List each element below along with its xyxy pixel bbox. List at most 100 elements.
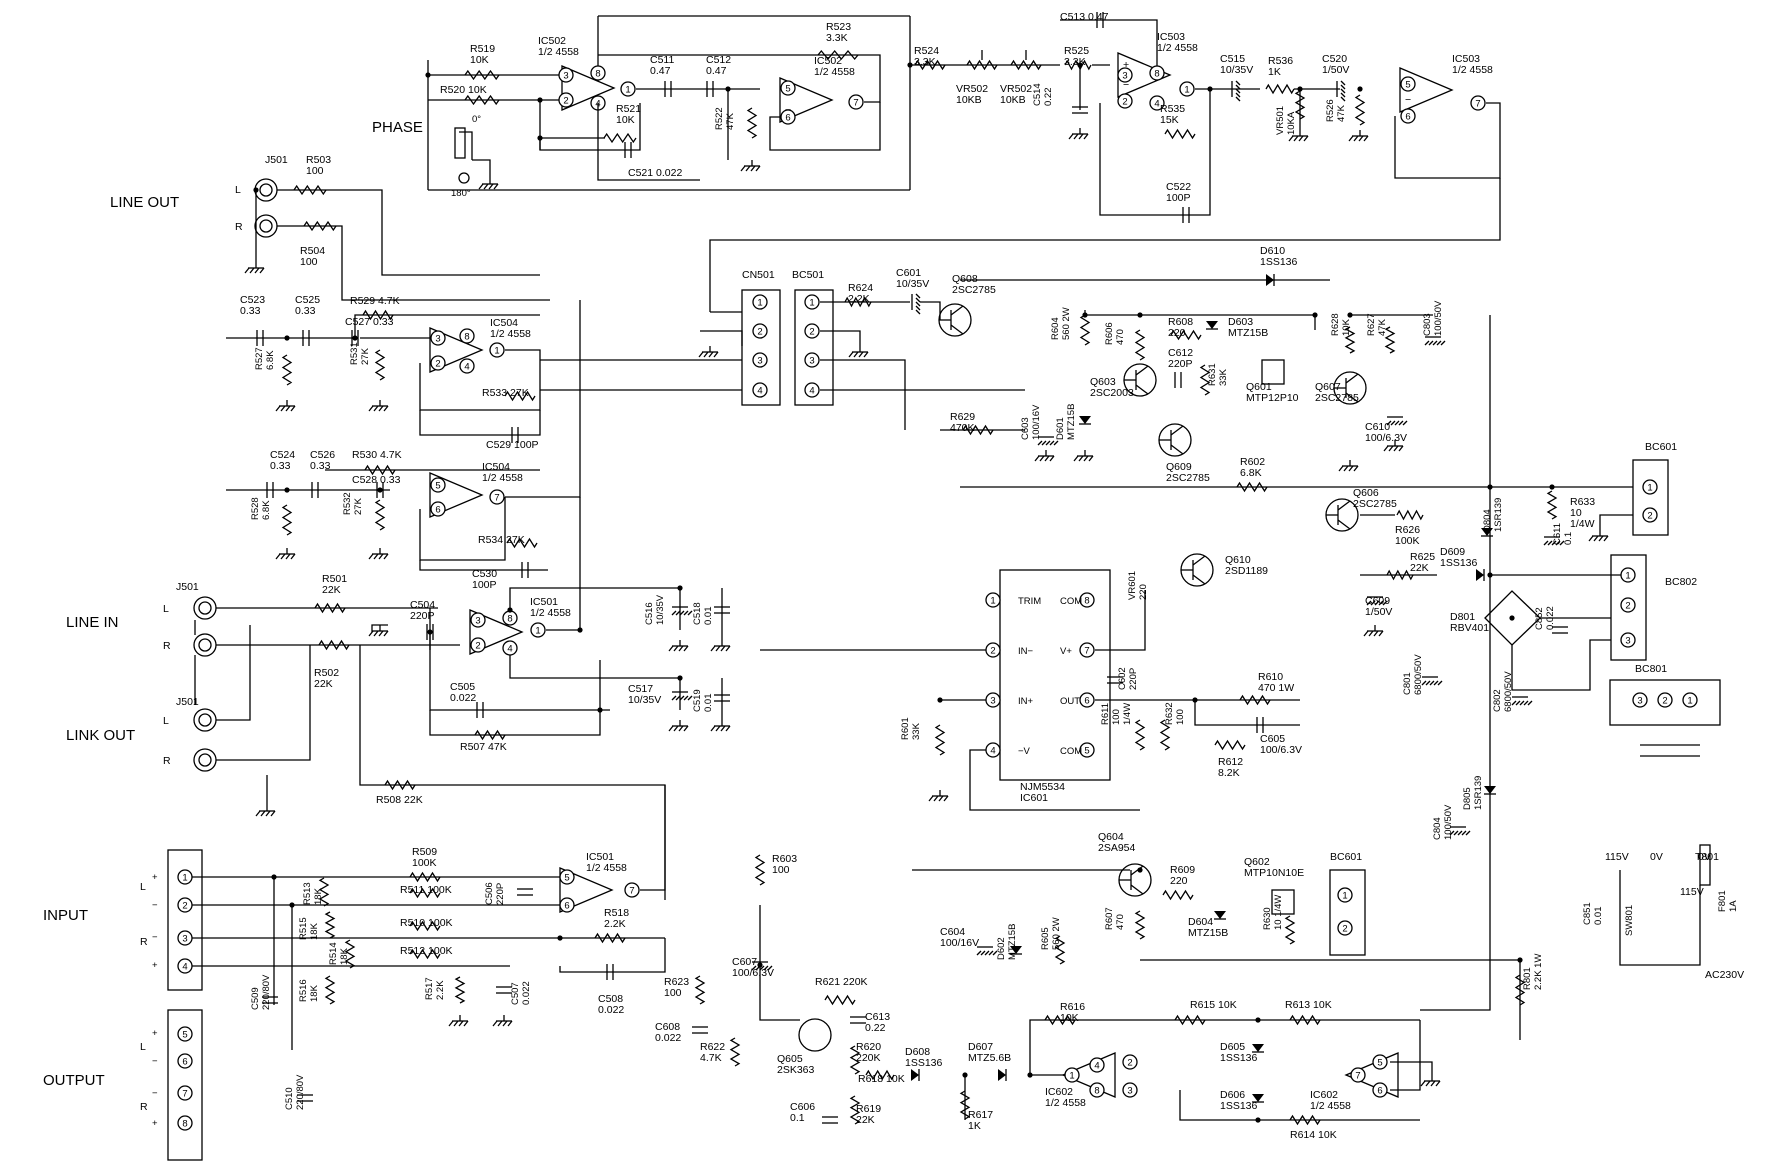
pin-number <box>1079 692 1095 708</box>
wire <box>1599 514 1633 530</box>
wire <box>675 695 681 701</box>
wire <box>383 553 389 560</box>
pin-text: 1 <box>757 298 762 309</box>
r633-text: 10 <box>1570 507 1582 519</box>
ic601-text: IC601 <box>1020 792 1048 804</box>
wire <box>1179 1090 1420 1121</box>
pin-number <box>1642 507 1658 523</box>
c511-text: C511 <box>650 54 674 66</box>
wire <box>373 630 379 637</box>
q602-text: MTP10N10E <box>1244 867 1304 879</box>
jfet <box>798 1018 832 1052</box>
wire <box>698 351 704 358</box>
resistor <box>344 939 356 969</box>
wire <box>1078 133 1084 140</box>
r518-text: R518 <box>604 907 629 919</box>
c517-text: 10/35V <box>628 694 661 706</box>
r521-text: 10K <box>616 114 635 126</box>
letter: + <box>152 1118 158 1129</box>
r602-text: 6.8K <box>1240 467 1262 479</box>
wire <box>1337 519 1351 530</box>
wire <box>763 965 769 971</box>
pin-text: 5 <box>1405 80 1410 91</box>
q610-text: Q610 <box>1225 554 1251 566</box>
d604-text: D604 <box>1188 916 1213 928</box>
c802-text: 6800/50V <box>1503 671 1514 712</box>
jack <box>254 214 278 238</box>
r536-text: 1K <box>1268 66 1281 78</box>
jack <box>198 601 212 615</box>
wire <box>1293 135 1299 142</box>
pin-number <box>752 382 768 398</box>
wire <box>1378 600 1384 606</box>
pin-number <box>459 328 475 344</box>
wire <box>853 351 859 358</box>
resistor <box>409 920 441 932</box>
cn501-connector <box>741 289 781 406</box>
ic501b-text: IC501 <box>586 851 614 863</box>
resistor <box>504 390 536 402</box>
wire <box>1555 540 1561 546</box>
wire <box>1465 830 1471 836</box>
resistor <box>409 887 441 899</box>
wire <box>285 405 291 412</box>
ic601-pin-label: IN− <box>1018 646 1034 657</box>
c612-text: 220P <box>1168 358 1193 370</box>
letter: − <box>152 932 158 943</box>
c603-text: 100/16V <box>1031 404 1042 440</box>
pin-text: 1 <box>625 85 630 96</box>
r530-text: R530 4.7K <box>352 449 402 461</box>
wire <box>1340 92 1346 98</box>
line-out-title: LINE OUT <box>110 194 179 211</box>
ic504b-text: IC504 <box>482 461 510 473</box>
wire <box>709 178 1501 312</box>
diode <box>998 1069 1006 1081</box>
ic504a-text: 1/2 4558 <box>490 328 531 340</box>
r605-text: R605 <box>1040 927 1051 950</box>
pin-number <box>804 382 820 398</box>
c613-text: C613 <box>865 1011 890 1023</box>
diode <box>1214 911 1226 919</box>
c520-text: 1/50V <box>1322 64 1349 76</box>
q608-text: 2SC2785 <box>952 284 996 296</box>
pin-number <box>1682 692 1698 708</box>
wire <box>980 950 986 956</box>
r626-text: R626 <box>1395 524 1420 536</box>
r610-text: R610 <box>1258 671 1283 683</box>
resistor <box>729 1037 741 1067</box>
wire <box>915 309 921 315</box>
r526-text: 47K <box>1336 104 1347 122</box>
resistor <box>1354 94 1366 126</box>
wire <box>1559 540 1565 546</box>
wire <box>1461 830 1467 836</box>
pin-number <box>752 294 768 310</box>
wire <box>216 625 251 721</box>
q610-text: 2SD1189 <box>1225 565 1268 577</box>
mosfet <box>1271 889 1295 915</box>
wire <box>1378 630 1384 637</box>
d606-text: D606 <box>1220 1089 1245 1101</box>
resistor <box>384 779 416 791</box>
mosfet <box>1261 359 1285 385</box>
junction-dot <box>677 585 683 591</box>
wire <box>710 645 716 652</box>
junction-dot <box>1487 484 1493 490</box>
pin-number <box>1179 81 1195 97</box>
r511-label: R511 100K <box>400 884 452 896</box>
r535-text: R535 <box>1160 103 1185 115</box>
c530-text: C530 <box>472 568 497 580</box>
c607-text: C607 <box>732 956 757 968</box>
c609-text: 1/50V <box>1365 606 1392 618</box>
wire <box>1078 455 1084 462</box>
r515-text: 18K <box>309 922 320 940</box>
